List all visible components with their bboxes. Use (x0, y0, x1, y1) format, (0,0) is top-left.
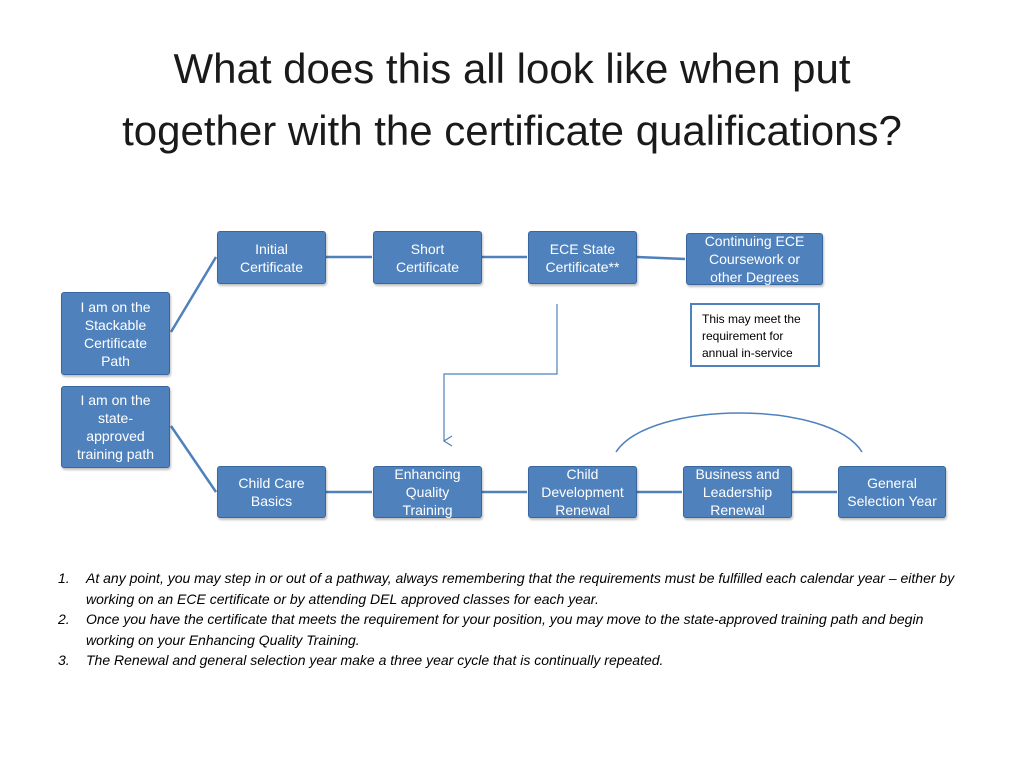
short-certificate-line-1: Short (410, 240, 445, 257)
child-care-basics-line-2: Basics (250, 493, 293, 509)
connector-ece-to-continuing (636, 255, 686, 261)
state-approved-path-box: I am on the state- approved training pat… (61, 386, 170, 468)
stackable-path-line-1: I am on the (80, 298, 151, 315)
stackable-path-box: I am on the Stackable Certificate Path (61, 292, 170, 375)
ece-state-certificate-line-2: Certificate** (545, 258, 620, 275)
stackable-path-line-2: Stackable (84, 316, 147, 333)
business-leadership-line-3: Renewal (710, 502, 765, 518)
enhancing-quality-line-2: Quality (405, 484, 450, 500)
stackable-path-line-4: Path (101, 352, 130, 369)
short-certificate-line-2: Certificate (395, 258, 460, 275)
footnotes-list: 1. At any point, you may step in or out … (58, 568, 968, 671)
connector-stackable-to-initial (169, 256, 218, 333)
footnote-number: 3. (58, 652, 70, 668)
child-development-renewal-box: Child Development Renewal (528, 466, 637, 518)
child-care-basics-box: Child Care Basics (217, 466, 326, 518)
ece-state-certificate-line-1: ECE State (549, 240, 616, 257)
footnote-item: 3. The Renewal and general selection yea… (58, 650, 968, 671)
continuing-ece-line-3: other Degrees (710, 269, 799, 285)
general-selection-year-box: General Selection Year (838, 466, 946, 518)
arrow-ece-to-enhancing (442, 304, 558, 447)
in-service-note-line-1: This may meet the (702, 312, 801, 326)
page-title: What does this all look like when put to… (0, 38, 1024, 162)
state-approved-line-4: training path (76, 446, 155, 462)
continuing-ece-line-1: Continuing ECE (704, 233, 805, 249)
general-selection-line-2: Selection Year (847, 493, 937, 509)
footnote-text: The Renewal and general selection year m… (86, 652, 664, 668)
title-line-1: What does this all look like when put (173, 45, 851, 92)
child-development-line-1: Child (566, 466, 599, 482)
footnote-number: 1. (58, 570, 70, 586)
in-service-note-line-3: annual in-service (702, 346, 793, 360)
enhancing-quality-box: Enhancing Quality Training (373, 466, 482, 518)
enhancing-quality-line-1: Enhancing (394, 466, 461, 482)
business-leadership-renewal-box: Business and Leadership Renewal (683, 466, 792, 518)
initial-certificate-line-2: Certificate (239, 258, 304, 275)
state-approved-line-1: I am on the (80, 392, 151, 408)
enhancing-quality-line-3: Training (402, 502, 453, 518)
footnote-number: 2. (58, 611, 70, 627)
stackable-path-line-3: Certificate (83, 334, 147, 351)
initial-certificate-box: Initial Certificate (217, 231, 326, 284)
footnote-text: Once you have the certificate that meets… (86, 611, 924, 648)
state-approved-line-3: approved (86, 428, 145, 444)
title-line-2: together with the certificate qualificat… (122, 107, 902, 154)
general-selection-line-1: General (867, 475, 917, 491)
initial-certificate-line-1: Initial (255, 240, 288, 257)
footnote-text: At any point, you may step in or out of … (86, 570, 955, 607)
continuing-ece-box: Continuing ECE Coursework or other Degre… (686, 233, 823, 285)
state-approved-line-2: state- (97, 410, 133, 426)
child-care-basics-line-1: Child Care (238, 475, 305, 491)
business-leadership-line-1: Business and (695, 466, 780, 482)
short-certificate-box: Short Certificate (373, 231, 482, 284)
renewal-cycle-arc (615, 412, 863, 453)
business-leadership-line-2: Leadership (702, 484, 773, 500)
continuing-ece-line-2: Coursework or (708, 251, 801, 267)
connector-state-approved-to-child-care (169, 425, 218, 493)
footnote-item: 1. At any point, you may step in or out … (58, 568, 968, 609)
ece-state-certificate-box: ECE State Certificate** (528, 231, 637, 284)
in-service-note-line-2: requirement for (702, 329, 784, 343)
footnote-item: 2. Once you have the certificate that me… (58, 609, 968, 650)
child-development-line-2: Development (541, 484, 624, 500)
child-development-line-3: Renewal (555, 502, 610, 518)
in-service-note-box: This may meet the requirement for annual… (690, 303, 820, 367)
